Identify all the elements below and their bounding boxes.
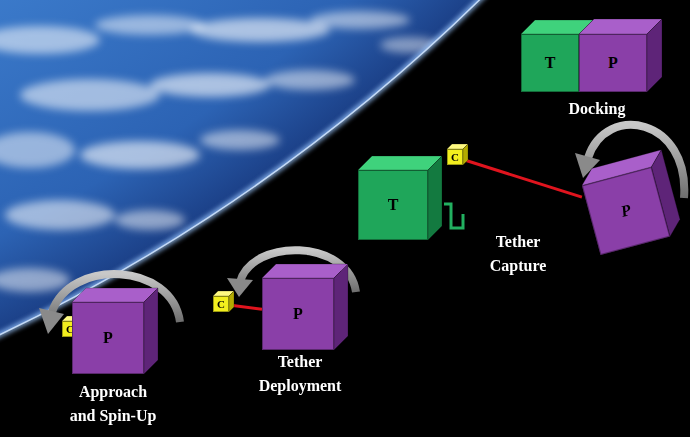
cube-faces — [262, 264, 348, 350]
cube-side — [334, 264, 348, 350]
cube-side — [647, 19, 662, 92]
module-letter: T — [388, 197, 399, 213]
stage-label: Tether Deployment — [254, 350, 346, 398]
spacecraft-cube: P — [72, 302, 144, 374]
module-letter: P — [293, 306, 303, 322]
cube-side — [144, 288, 158, 374]
stage-label: Approach and Spin-Up — [66, 380, 160, 428]
earth-clouds — [0, 11, 440, 292]
tether-line — [463, 160, 582, 198]
cube-side — [428, 156, 442, 240]
cube-faces — [72, 288, 158, 374]
module-letter: P — [619, 202, 633, 220]
stage-label-text: Approach and Spin-Up — [70, 383, 157, 424]
module-letter: C — [451, 152, 459, 163]
cube-faces — [358, 156, 442, 240]
cube-side — [648, 150, 684, 237]
stage-label-text: Tether Deployment — [259, 353, 342, 394]
module-letter: P — [608, 55, 618, 71]
cube-side — [229, 291, 234, 312]
module-letter: T — [545, 55, 556, 71]
cube-side — [463, 144, 468, 165]
spacecraft-cube: P — [262, 278, 334, 350]
module-letter: P — [103, 330, 113, 346]
stage-label: Docking — [537, 97, 657, 121]
stage-label-text: Tether Capture — [490, 233, 547, 274]
spacecraft-cube: T — [521, 34, 579, 92]
cube-top — [262, 264, 348, 278]
spacecraft-cube: T — [358, 170, 428, 240]
cube-faces — [579, 19, 662, 92]
capture-module: C — [213, 296, 229, 312]
stage-label-text: Docking — [569, 100, 626, 117]
module-letter: C — [217, 299, 225, 310]
capture-hook — [444, 204, 463, 228]
cube-top — [72, 288, 158, 302]
stage-label: Tether Capture — [472, 230, 564, 278]
spin-arrowhead — [39, 308, 64, 334]
spacecraft-cube: P — [579, 34, 647, 92]
cube-top — [358, 156, 442, 170]
capture-module: C — [447, 149, 463, 165]
